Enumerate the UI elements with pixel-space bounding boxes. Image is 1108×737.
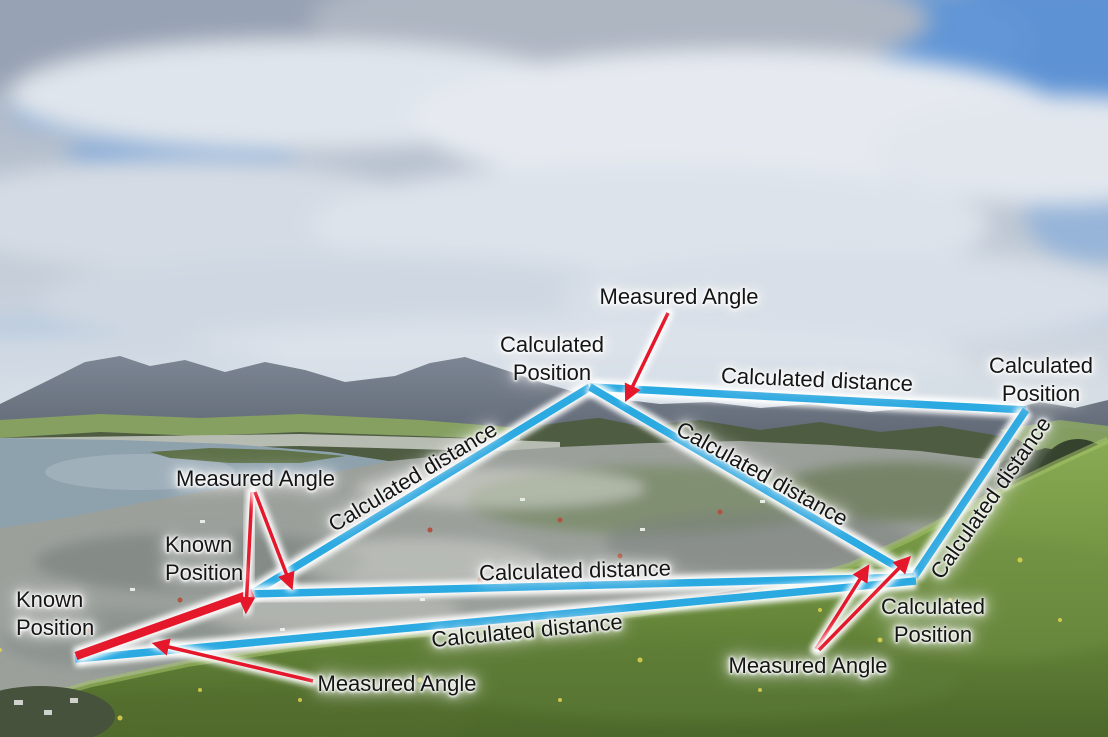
angle-arrow-left-2 (253, 491, 295, 591)
distance-line-calctop-calcbottom (588, 383, 916, 581)
building-specks (130, 498, 765, 631)
label-calculated-position-right: Calculated Position (989, 353, 1093, 406)
town-texture (0, 462, 1025, 670)
label-known-position-bottom-left: Known Position (16, 587, 95, 640)
baseline-known1-known2 (74, 588, 255, 661)
angle-arrow-top (624, 312, 670, 402)
angle-arrow-left-1 (237, 491, 256, 615)
label-measured-angle-top: Measured Angle (599, 284, 759, 309)
distance-line-known2-calcbottom (250, 573, 915, 598)
label-calculated-position-top: Calculated Position (500, 332, 604, 385)
lake-highlight (45, 454, 235, 490)
label-measured-angle-left: Measured Angle (176, 466, 335, 491)
peninsula (150, 448, 345, 463)
distance-lines (74, 379, 1033, 667)
corner-houses (14, 698, 78, 715)
distance-line-known1-calcbottom (74, 577, 917, 663)
label-known-position-middle: Known Position (165, 532, 244, 585)
fields (0, 414, 520, 440)
corner-trees (0, 686, 115, 737)
distance-line-known2-calctop (249, 383, 592, 598)
label-calculated-position-bottom-right: Calculated Position (881, 594, 985, 647)
distance-line-calctop-calcright (589, 383, 1027, 414)
angle-arrow-right-1 (814, 564, 870, 650)
label-measured-angle-bottom-right: Measured Angle (728, 653, 888, 678)
flowers (0, 557, 1062, 721)
baseline (73, 584, 256, 665)
label-measured-angle-bottom: Measured Angle (317, 671, 477, 696)
distance-line-calcright-calcbottom (910, 407, 1030, 580)
angle-arrow-right-2 (817, 555, 912, 652)
label-calculated-distance-middle: Calculated distance (478, 555, 672, 586)
angle-arrows (150, 307, 914, 687)
angle-arrow-bottom (151, 638, 314, 683)
